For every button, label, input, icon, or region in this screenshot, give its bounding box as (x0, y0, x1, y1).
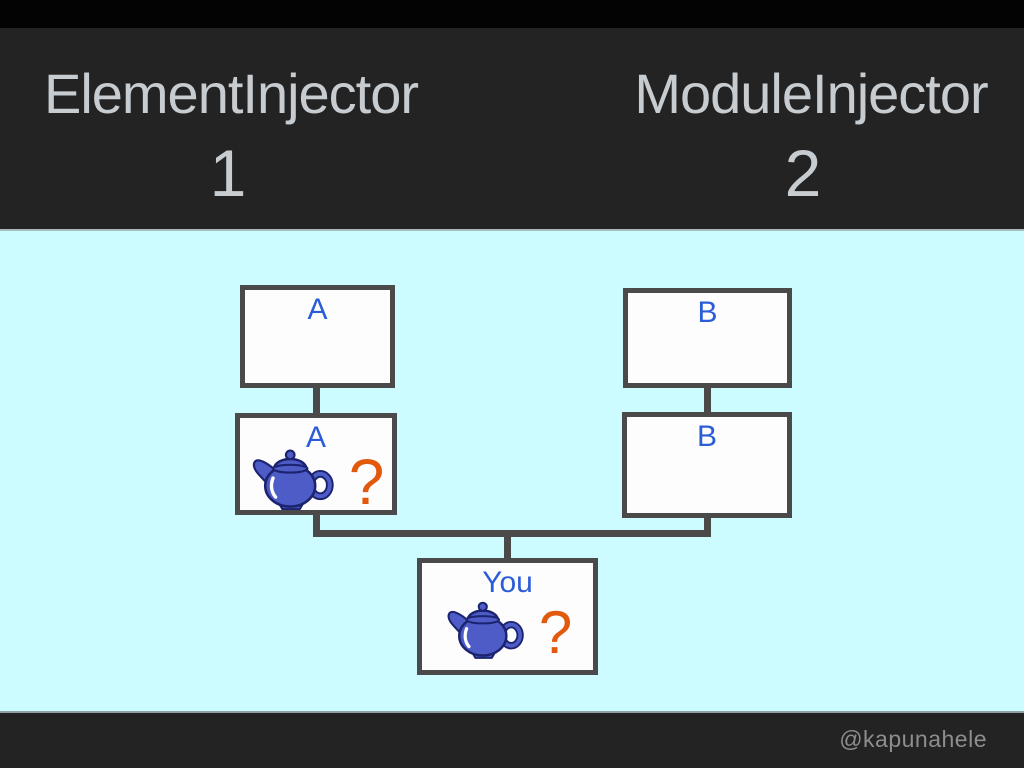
left-number: 1 (209, 136, 247, 210)
connector-b-parent-child (704, 384, 711, 415)
question-mark: ? (538, 598, 573, 666)
node-label: You (482, 566, 533, 599)
connector-a-to-join (313, 510, 320, 534)
node-b-child: B (622, 412, 792, 518)
node-a-parent: A (240, 285, 395, 388)
node-content: ? (422, 589, 593, 670)
node-a-child: A ? (235, 413, 397, 515)
node-content: ? (240, 444, 392, 514)
connector-join-horizontal (313, 530, 711, 537)
teapot-icon (447, 601, 524, 659)
diagram-canvas: A B A ? B (0, 230, 1024, 713)
top-strip (0, 0, 1024, 28)
left-title: ElementInjector (43, 62, 419, 125)
separator-bottom (0, 711, 1024, 713)
node-label: A (307, 293, 328, 326)
footer: @kapunahele (0, 713, 1024, 768)
node-you: You ? (417, 558, 598, 675)
question-mark: ? (348, 446, 385, 518)
node-label: A (305, 421, 326, 454)
node-label: B (697, 296, 718, 329)
right-number: 2 (784, 136, 822, 210)
separator-top (0, 229, 1024, 231)
connector-a-parent-child (313, 384, 320, 416)
connector-b-to-join (704, 513, 711, 534)
node-label: B (696, 420, 717, 453)
teapot-icon (252, 449, 334, 510)
node-b-parent: B (623, 288, 792, 388)
connector-join-to-you (504, 534, 511, 560)
right-title: ModuleInjector (634, 62, 988, 125)
author-handle: @kapunahele (839, 726, 987, 752)
